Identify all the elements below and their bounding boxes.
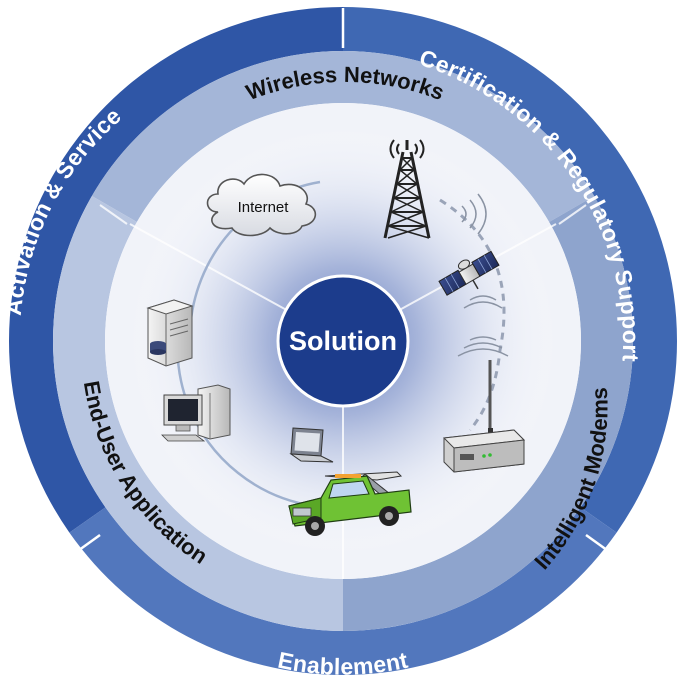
inner-ring [52,51,633,631]
inner-segment-intelligent [343,196,633,631]
laptop-icon [289,427,334,463]
modem-icon [442,360,526,473]
signal-waves-icon [457,193,509,357]
server-icon [146,299,194,367]
inner-segment-enduser [52,196,343,631]
inner-segment-wireless [91,51,595,222]
outer-segment-certification [343,7,678,533]
outer-ring [8,7,678,675]
cloud-icon: Internet [206,173,317,237]
desktop-computer-icon [161,384,231,442]
tow-truck-icon [288,471,412,536]
satellite-icon [438,250,500,296]
cell-tower-icon [383,139,431,239]
outer-segment-activation [8,7,344,533]
outer-segment-enablement [69,507,617,675]
outer-dividers [67,8,619,560]
solution-circle [276,274,410,408]
cloud-label: Internet [238,199,290,216]
solution-label: Solution [289,326,397,356]
